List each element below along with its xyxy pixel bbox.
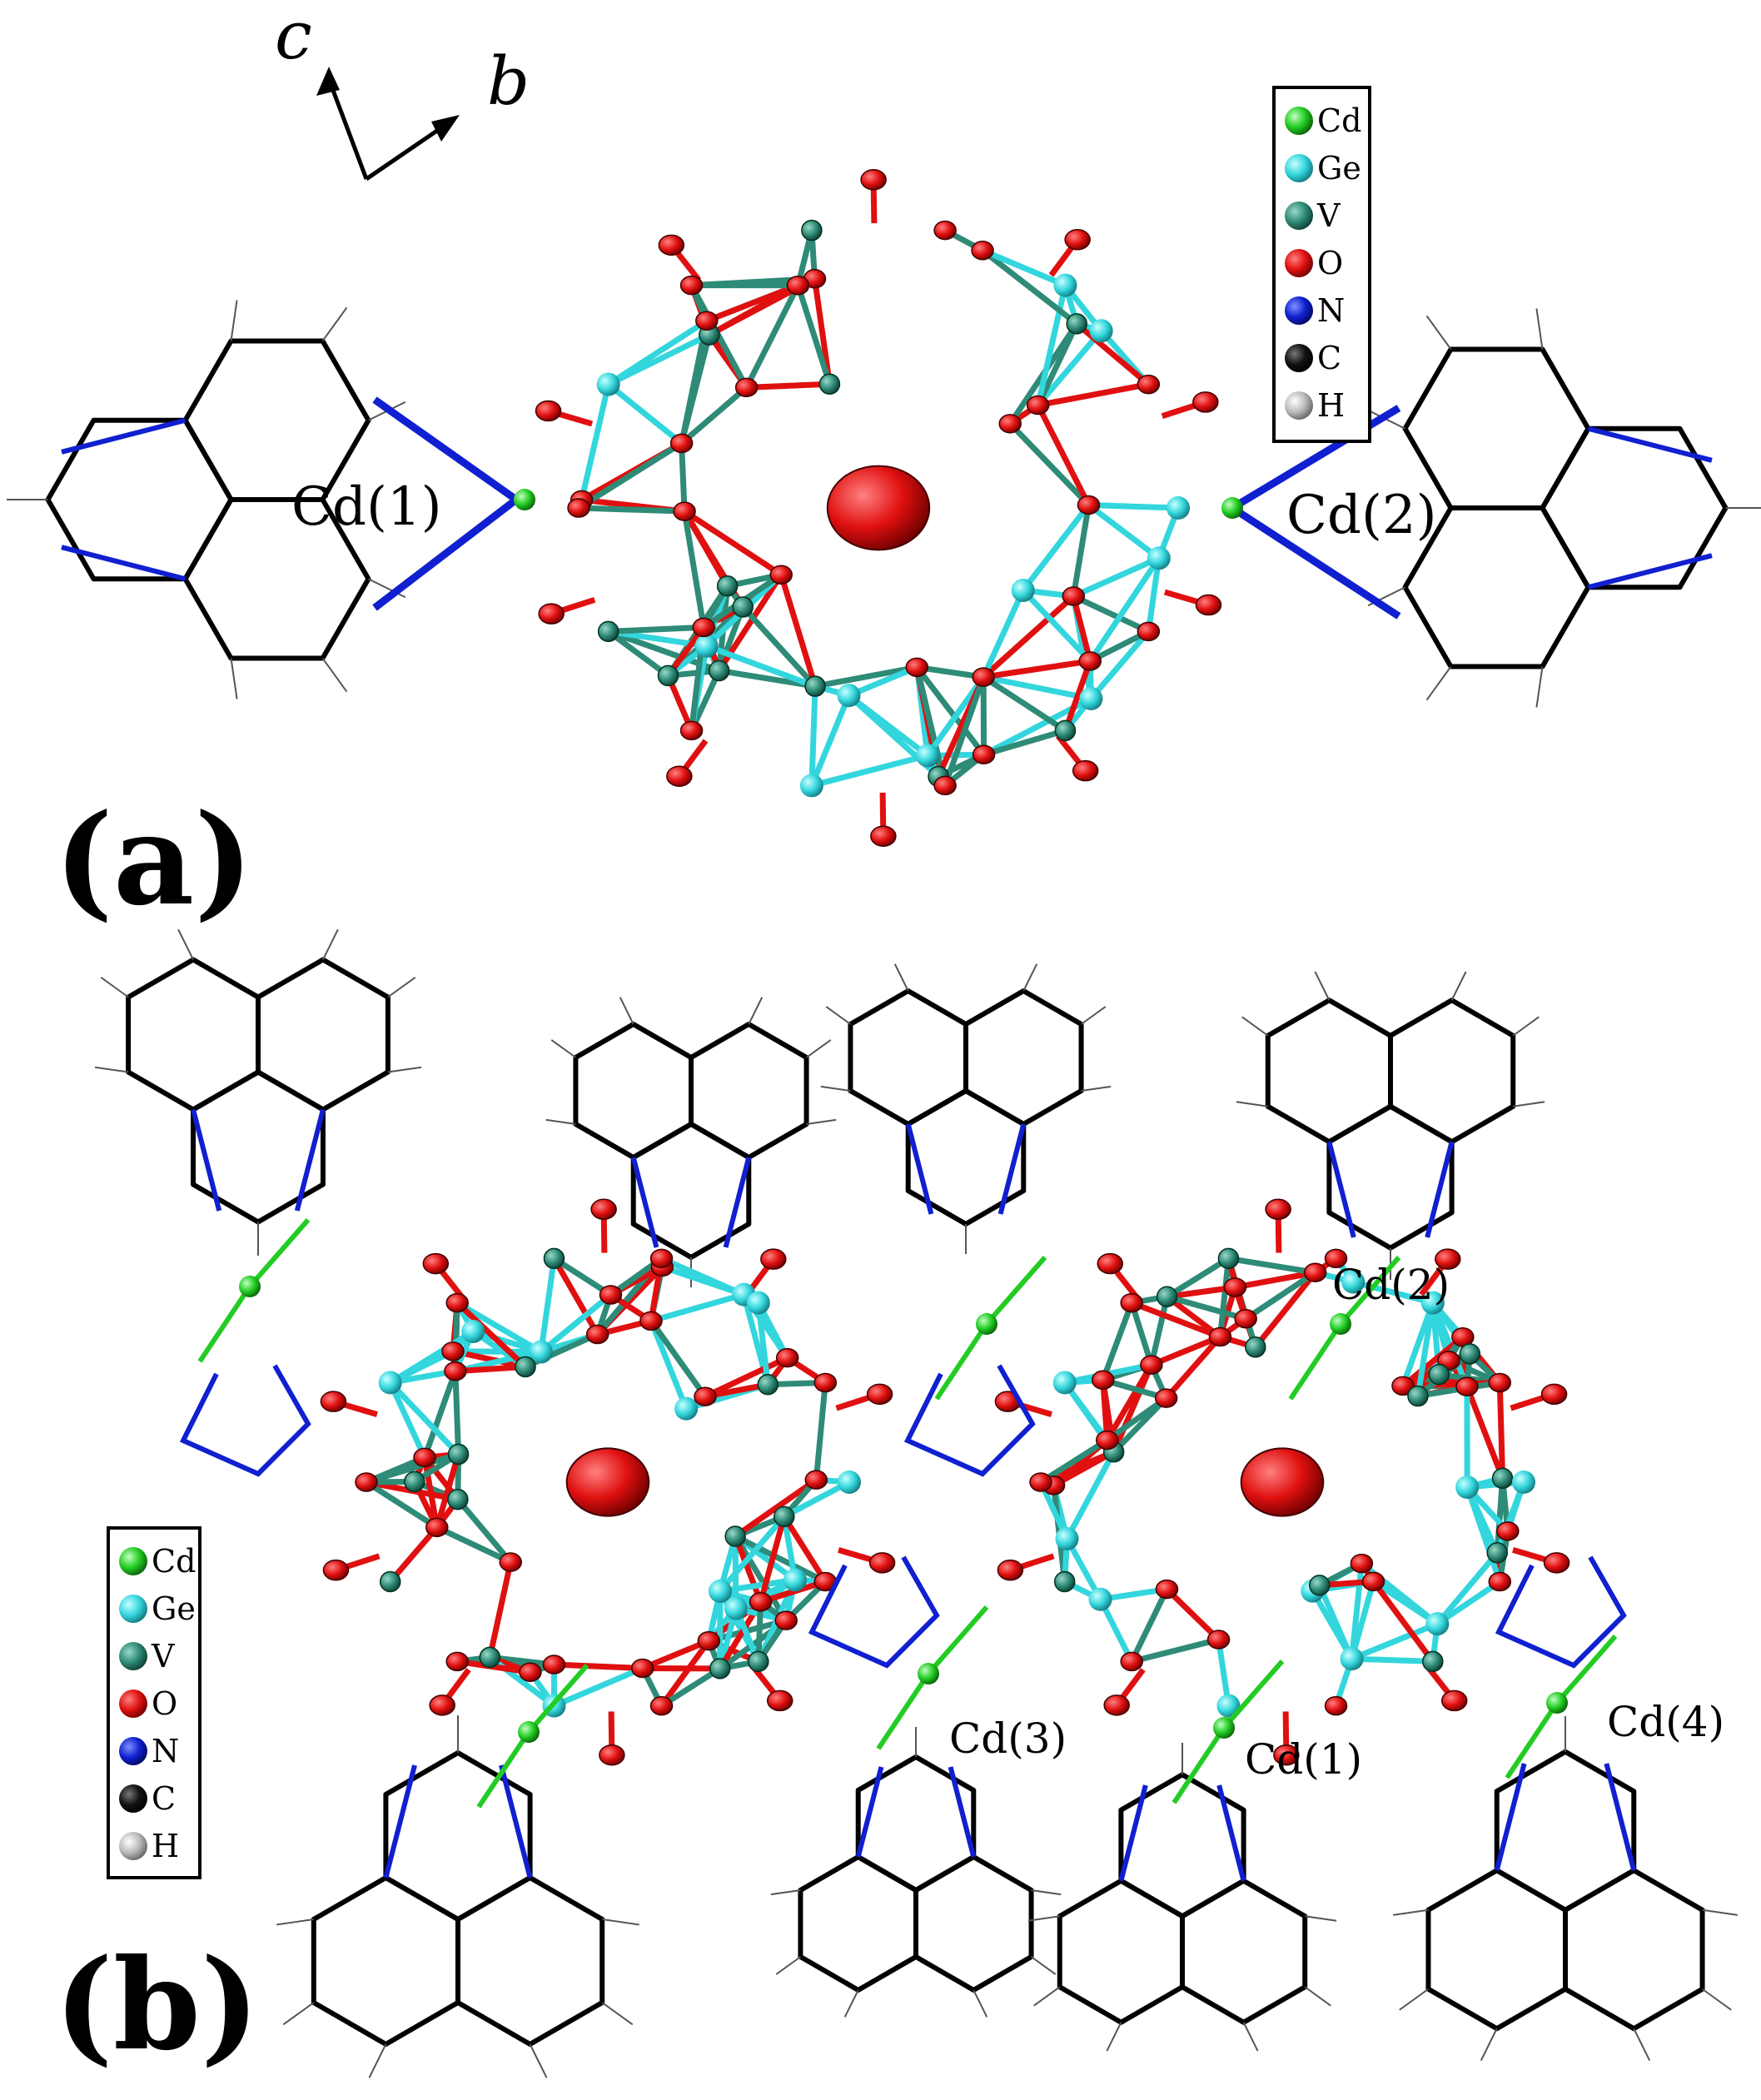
label-cd1-a: Cd(1) [291, 476, 442, 538]
cd-atom-b-e [918, 1663, 939, 1684]
phen-ring-b-7 [1027, 1743, 1337, 2052]
legend-label-o: O [1317, 245, 1343, 281]
legend-label-cd: Cd [152, 1543, 196, 1580]
legend-swatch-n [119, 1737, 147, 1765]
cd-atom-b-b [976, 1313, 997, 1335]
cd-atom-2-a [1221, 497, 1243, 519]
legend-label-h: H [152, 1828, 179, 1864]
legend-swatch-h [119, 1832, 147, 1860]
phen-ligand-left [7, 300, 406, 699]
legend-swatch-n [1285, 296, 1313, 325]
legend-swatch-h [1285, 391, 1313, 420]
phen-ligand-right [1367, 308, 1761, 708]
cluster-core-b-right [994, 1198, 1570, 1766]
cd-atom-b-g [1546, 1692, 1568, 1714]
cd-atom-b-d [518, 1721, 540, 1743]
polyoxometalate-clusters-b [320, 1198, 1570, 1766]
legend-swatch-v [1285, 202, 1313, 230]
label-cd4-b: Cd(4) [1607, 1698, 1724, 1746]
legend-label-n: N [152, 1733, 179, 1769]
phen-ring-b-2 [545, 997, 837, 1287]
cluster-core-b-left [320, 1198, 896, 1766]
panel-letter-a: (a) [54, 787, 253, 933]
legend-label-v: V [151, 1638, 175, 1675]
legend-swatch-v [119, 1642, 147, 1670]
cd-atom-b-c [1330, 1313, 1351, 1335]
panel-letter-b: (b) [54, 1932, 260, 2078]
n-bridge-1 [808, 1555, 940, 1669]
legend-swatch-c [119, 1784, 147, 1813]
legend-swatch-cd [1285, 107, 1313, 135]
legend-swatch-ge [119, 1595, 147, 1623]
phen-ring-b-4 [1236, 971, 1545, 1280]
n-bridge-0 [903, 1364, 1036, 1477]
phen-ring-left-a [7, 300, 406, 699]
n-bridge-3 [179, 1364, 311, 1477]
legend-label-c: C [1317, 340, 1341, 376]
legend-label-h: H [1317, 387, 1345, 424]
legend-swatch-o [119, 1689, 147, 1718]
legend-label-cd: Cd [1317, 102, 1361, 139]
legend-swatch-ge [1285, 154, 1313, 182]
legend-swatch-cd [119, 1547, 147, 1575]
legend-label-ge: Ge [152, 1590, 196, 1627]
phen-ring-b-5 [276, 1715, 639, 2078]
label-cd1-b: Cd(1) [1245, 1735, 1362, 1784]
axis-label-b: b [487, 42, 530, 120]
cd-atom-b-a [239, 1276, 261, 1297]
label-cd2-b: Cd(2) [1332, 1261, 1450, 1309]
axis-indicator: c b [275, 0, 530, 182]
legend-label-c: C [152, 1780, 176, 1817]
legend-swatch-o [1285, 249, 1313, 277]
legend-label-ge: Ge [1317, 150, 1361, 187]
cluster-core-a [535, 169, 1222, 847]
cd-linkers-b [179, 1218, 1627, 1809]
label-cd3-b: Cd(3) [949, 1714, 1067, 1763]
phen-ligands-b [94, 928, 1738, 2078]
phen-ring-b-6 [770, 1727, 1062, 2018]
legend-swatch-c [1285, 344, 1313, 372]
axis-label-c: c [275, 0, 312, 74]
cd-atom-b-f [1213, 1717, 1235, 1739]
legend-label-v: V [1316, 197, 1341, 234]
label-cd2-a: Cd(2) [1286, 485, 1437, 546]
phen-ring-b-8 [1393, 1716, 1738, 2062]
polyoxometalate-cluster-a [535, 169, 1222, 847]
phen-ring-b-1 [94, 928, 422, 1256]
cd-atom-1-a [514, 489, 535, 510]
legend-label-o: O [152, 1685, 177, 1722]
phen-ring-b-3 [820, 963, 1112, 1254]
n-bridge-2 [1495, 1555, 1627, 1669]
phen-ring-right-a [1367, 308, 1761, 708]
legend-label-n: N [1317, 292, 1345, 329]
